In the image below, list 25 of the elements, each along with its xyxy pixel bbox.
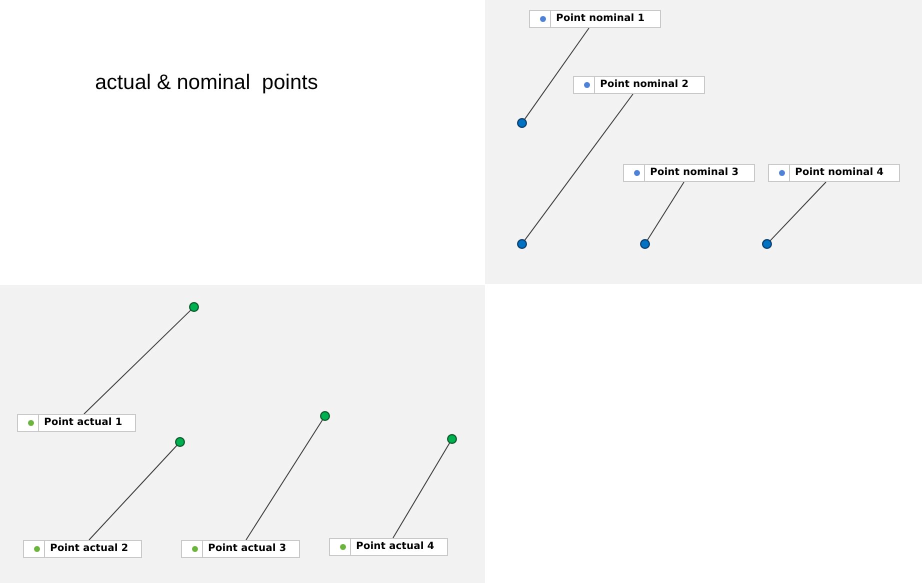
leader-line <box>524 94 634 241</box>
leader-line <box>646 182 684 241</box>
point-name: Point actual 4 <box>350 539 447 555</box>
callout-tag <box>17 414 136 432</box>
leader-line <box>84 310 192 414</box>
leader-line <box>88 444 178 540</box>
leader-line <box>392 442 450 538</box>
point-name: Point nominal 2 <box>594 77 704 93</box>
leader-line <box>524 28 590 120</box>
leader-line <box>246 419 323 540</box>
callout-tag <box>529 10 661 28</box>
point-name: Point actual 1 <box>38 415 135 431</box>
point-name: Point actual 2 <box>44 541 141 557</box>
callout-tag <box>23 540 142 558</box>
point-name: Point nominal 1 <box>550 11 660 27</box>
point-name: Point nominal 4 <box>789 165 899 181</box>
callout-tag <box>181 540 300 558</box>
callout-tag <box>573 76 705 94</box>
diagram-title: actual & nominal points <box>95 70 318 96</box>
callout-tag <box>768 164 900 182</box>
point-name: Point actual 3 <box>202 541 299 557</box>
callout-tag <box>329 538 448 556</box>
callout-tag <box>623 164 755 182</box>
leader-line <box>770 182 826 242</box>
point-name: Point nominal 3 <box>644 165 754 181</box>
